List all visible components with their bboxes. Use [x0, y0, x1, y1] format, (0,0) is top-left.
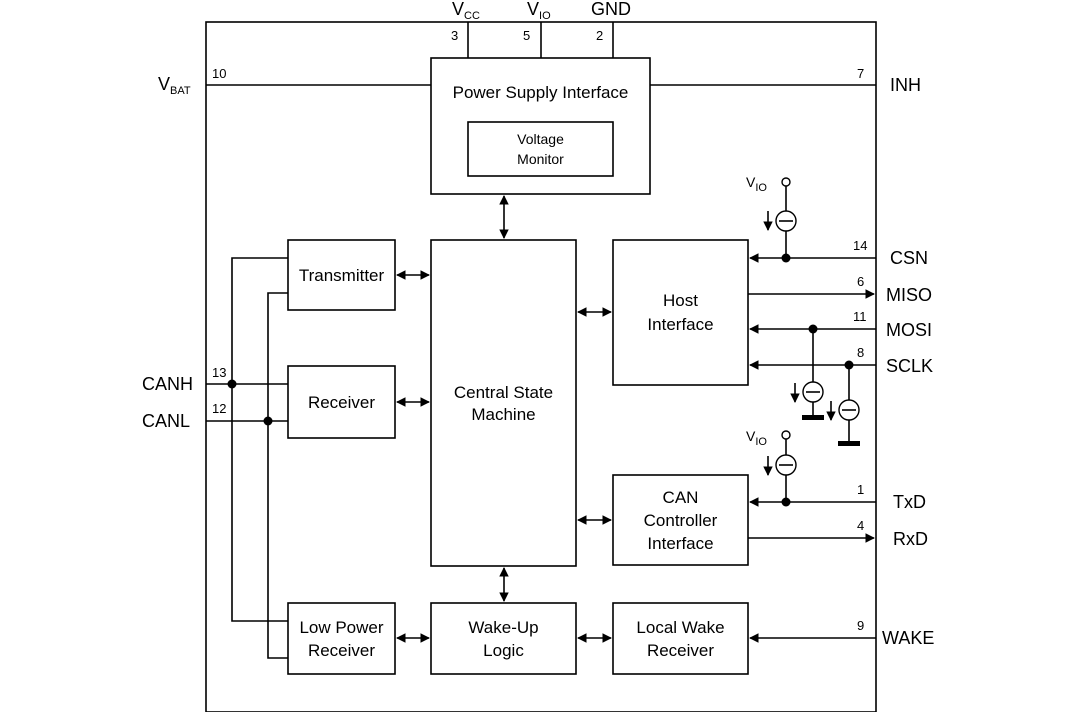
- low-power-receiver-block: Low Power Receiver: [287, 602, 396, 675]
- svg-text:12: 12: [212, 401, 226, 416]
- svg-text:Logic: Logic: [483, 641, 524, 660]
- top-pin-vcc: VCC 3: [451, 0, 480, 58]
- svg-text:Power Supply Interface: Power Supply Interface: [453, 83, 629, 102]
- svg-text:VCC: VCC: [452, 0, 480, 22]
- svg-text:14: 14: [853, 238, 867, 253]
- svg-text:Receiver: Receiver: [308, 641, 375, 660]
- svg-text:Local Wake: Local Wake: [636, 618, 724, 637]
- svg-text:VBAT: VBAT: [158, 74, 191, 97]
- can-controller-interface-block: CAN Controller Interface: [612, 474, 749, 566]
- can-bus-wiring: [227, 257, 288, 659]
- svg-text:MOSI: MOSI: [886, 320, 932, 340]
- svg-text:6: 6: [857, 274, 864, 289]
- sclk-pulldown-current-source: [826, 360, 860, 446]
- top-pin-vio: VIO 5: [523, 0, 551, 58]
- svg-text:Receiver: Receiver: [647, 641, 714, 660]
- wake-up-logic-block: Wake-Up Logic: [430, 602, 577, 675]
- svg-text:INH: INH: [890, 75, 921, 95]
- svg-text:9: 9: [857, 618, 864, 633]
- svg-text:VIO: VIO: [746, 428, 767, 448]
- svg-text:Wake-Up: Wake-Up: [468, 618, 538, 637]
- svg-text:Voltage: Voltage: [517, 131, 564, 147]
- svg-text:8: 8: [857, 345, 864, 360]
- right-pin-rxd: 4 RxD: [748, 518, 928, 549]
- svg-text:4: 4: [857, 518, 864, 533]
- svg-text:10: 10: [212, 66, 226, 81]
- svg-text:2: 2: [596, 28, 603, 43]
- svg-text:TxD: TxD: [893, 492, 926, 512]
- svg-text:3: 3: [451, 28, 458, 43]
- svg-text:Central State: Central State: [454, 383, 553, 402]
- svg-text:11: 11: [853, 309, 867, 324]
- receiver-block: Receiver: [287, 365, 396, 439]
- svg-text:CANL: CANL: [142, 411, 190, 431]
- left-pin-vbat: VBAT 10: [158, 66, 431, 97]
- svg-text:CSN: CSN: [890, 248, 928, 268]
- left-pin-canh: CANH 13: [142, 365, 288, 394]
- svg-text:1: 1: [857, 482, 864, 497]
- svg-text:CAN: CAN: [663, 488, 699, 507]
- right-pin-mosi: 11 MOSI: [749, 309, 932, 340]
- svg-text:7: 7: [857, 66, 864, 81]
- central-state-machine-block: Central State Machine: [430, 239, 577, 567]
- svg-text:Receiver: Receiver: [308, 393, 375, 412]
- svg-text:5: 5: [523, 28, 530, 43]
- svg-text:Transmitter: Transmitter: [299, 266, 385, 285]
- svg-text:WAKE: WAKE: [882, 628, 934, 648]
- local-wake-receiver-block: Local Wake Receiver: [612, 602, 749, 675]
- svg-text:MISO: MISO: [886, 285, 932, 305]
- svg-text:SCLK: SCLK: [886, 356, 933, 376]
- svg-text:Interface: Interface: [647, 534, 713, 553]
- right-pin-miso: 6 MISO: [748, 274, 932, 305]
- svg-text:CANH: CANH: [142, 374, 193, 394]
- right-pin-txd: 1 TxD: [749, 482, 926, 512]
- internal-connections: [396, 195, 612, 643]
- svg-text:GND: GND: [591, 0, 631, 19]
- left-pin-canl: CANL 12: [142, 401, 288, 431]
- svg-text:Interface: Interface: [647, 315, 713, 334]
- svg-text:Controller: Controller: [644, 511, 718, 530]
- right-pin-wake: 9 WAKE: [749, 618, 934, 648]
- svg-text:RxD: RxD: [893, 529, 928, 549]
- top-pin-gnd: GND 2: [591, 0, 631, 58]
- svg-text:13: 13: [212, 365, 226, 380]
- svg-text:VIO: VIO: [527, 0, 551, 22]
- svg-text:VIO: VIO: [746, 174, 767, 194]
- mosi-pulldown-current-source: [790, 324, 824, 420]
- right-pin-csn: 14 CSN: [749, 238, 928, 268]
- svg-text:Machine: Machine: [471, 405, 535, 424]
- right-pin-sclk: 8 SCLK: [749, 345, 933, 376]
- right-pin-inh: 7 INH: [650, 66, 921, 95]
- voltage-monitor-block: Voltage Monitor: [467, 121, 614, 177]
- host-interface-block: Host Interface: [612, 239, 749, 386]
- csn-pullup-current-source: VIO: [746, 174, 797, 263]
- svg-text:Host: Host: [663, 291, 698, 310]
- svg-text:Low Power: Low Power: [299, 618, 383, 637]
- svg-text:Monitor: Monitor: [517, 151, 564, 167]
- transmitter-block: Transmitter: [287, 239, 396, 311]
- txd-pullup-current-source: VIO: [746, 428, 797, 507]
